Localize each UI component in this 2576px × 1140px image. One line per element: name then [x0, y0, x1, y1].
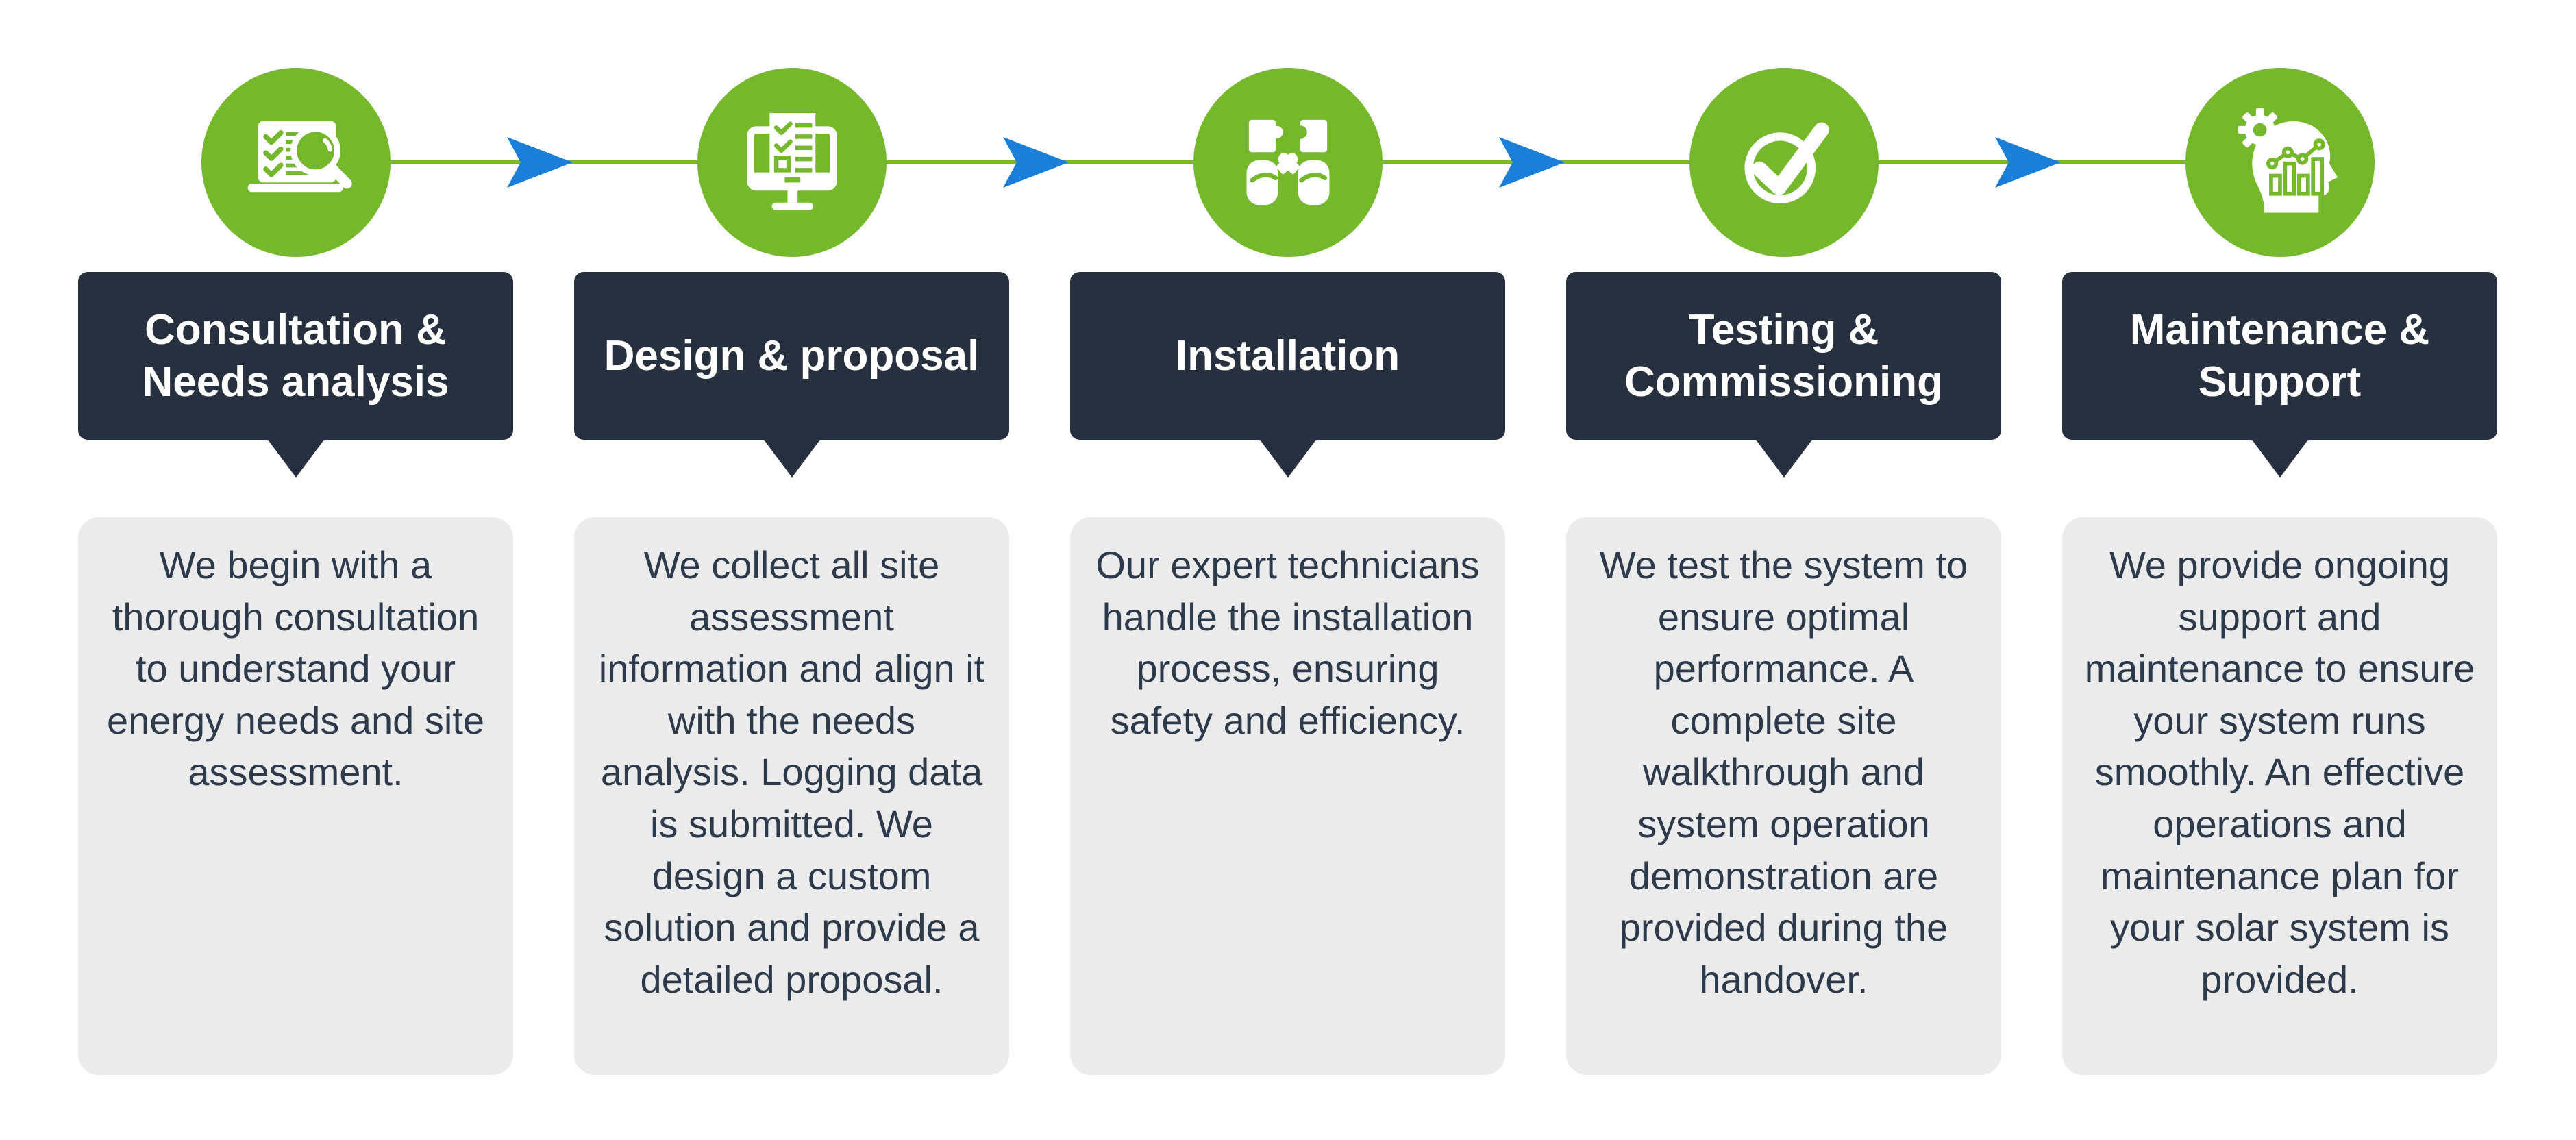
step-title: Installation [1175, 332, 1400, 380]
step-title-banner: Maintenance & Support [2062, 272, 2497, 478]
step-icon-circle [201, 68, 391, 257]
step-icon-circle [1689, 68, 1879, 257]
monitor-checklist-icon [746, 113, 837, 210]
step-title: Needs analysis [142, 358, 449, 406]
arrow-right-icon [1995, 137, 2061, 188]
step-column-maintenance: Maintenance & Support We provide ongoing… [2062, 68, 2497, 1075]
banner-pointer [1755, 440, 1812, 478]
step-title-banner: Testing & Commissioning [1566, 272, 2001, 478]
step-description: Our expert technicians handle the instal… [1095, 543, 1480, 742]
step-description: We begin with a thorough consultation to… [106, 543, 485, 794]
step-description-box: We test the system to ensure optimal per… [1566, 517, 2001, 1075]
banner-pointer [2251, 440, 2308, 478]
step-description: We test the system to ensure optimal per… [1599, 543, 1968, 1001]
checkmark-circle-icon [1744, 122, 1829, 204]
banner-pointer [763, 440, 820, 478]
laptop-checklist-magnifier-icon [247, 121, 352, 193]
step-title-banner: Consultation & Needs analysis [78, 272, 513, 478]
banner-pointer [267, 440, 324, 478]
step-description-box: We begin with a thorough consultation to… [78, 517, 513, 1075]
step-title: Testing & [1688, 306, 1879, 354]
step-title-banner: Installation [1070, 272, 1505, 478]
step-icon-circle [697, 68, 887, 257]
step-title: Maintenance & [2129, 306, 2430, 354]
step-column-testing: Testing & Commissioning We test the syst… [1566, 68, 2001, 1075]
step-icon-circle [2185, 68, 2375, 257]
step-description: We collect all site assessment informati… [598, 543, 985, 1001]
step-icon-circle [1193, 68, 1383, 257]
step-title: Consultation & [145, 306, 447, 354]
arrow-right-icon [507, 137, 573, 188]
step-description: We provide ongoing support and maintenan… [2084, 543, 2475, 1001]
step-description-box: Our expert technicians handle the instal… [1070, 517, 1505, 1075]
arrow-right-icon [1003, 137, 1069, 188]
step-column-design-proposal: Design & proposal We collect all site as… [574, 68, 1009, 1075]
arrow-right-icon [1499, 137, 1565, 188]
step-description-box: We collect all site assessment informati… [574, 517, 1009, 1075]
step-title: Commissioning [1624, 358, 1944, 406]
head-gear-analytics-icon [2238, 108, 2338, 213]
process-steps-row: Consultation & Needs analysis We begin w… [78, 68, 2497, 1075]
step-title: Design & proposal [604, 332, 980, 380]
step-title-banner: Design & proposal [574, 272, 1009, 478]
banner-pointer [1259, 440, 1316, 478]
hands-puzzle-icon [1246, 119, 1329, 206]
step-column-consultation: Consultation & Needs analysis We begin w… [78, 68, 513, 1075]
step-title: Support [2198, 358, 2362, 406]
step-description-box: We provide ongoing support and maintenan… [2062, 517, 2497, 1075]
step-column-installation: Installation Our expert technicians hand… [1070, 68, 1505, 1075]
